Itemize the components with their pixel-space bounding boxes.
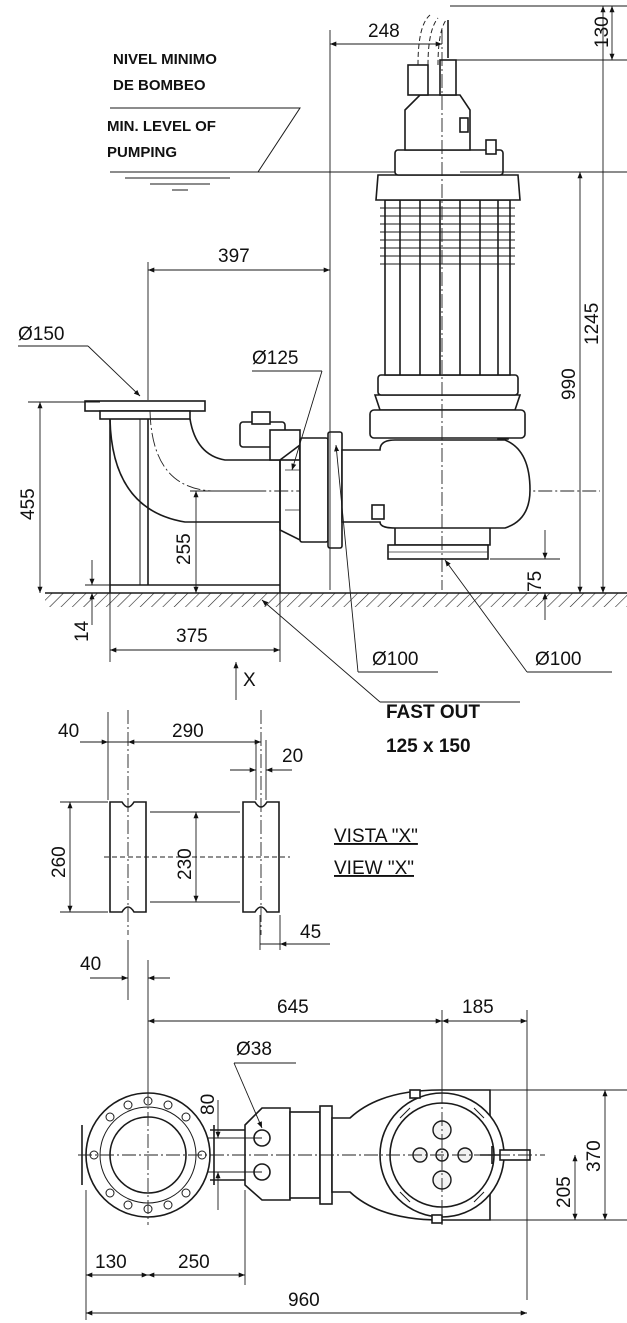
view-x-arrow-label: X xyxy=(243,670,256,691)
vista-x-label: VISTA "X" xyxy=(334,826,418,847)
dim-248: 248 xyxy=(329,21,442,590)
plan-dim-645-label: 645 xyxy=(277,997,309,1018)
plan-dim-185-label: 185 xyxy=(462,997,494,1018)
view-x: 40 290 20 260 230 45 VISTA "X" VIEW "X" xyxy=(49,710,418,950)
view-x-dim-20-label: 20 xyxy=(282,746,303,767)
dia150-callout: Ø150 xyxy=(18,324,141,397)
dim-990-label: 990 xyxy=(559,368,580,400)
fast-out-callout: FAST OUT 125 x 150 xyxy=(261,599,520,757)
pump-volute xyxy=(299,424,531,560)
dim-375-label: 375 xyxy=(176,626,208,647)
view-x-dim-45-label: 45 xyxy=(300,922,321,943)
plan-dim-250-label: 250 xyxy=(178,1252,210,1273)
dia100-left-callout: Ø100 xyxy=(334,444,438,673)
dim-397-label: 397 xyxy=(218,246,250,267)
fast-out-line1: FAST OUT xyxy=(386,702,480,723)
min-level-line1: MIN. LEVEL OF xyxy=(107,118,216,135)
view-x-dim-290-label: 290 xyxy=(172,721,204,742)
plan-motor xyxy=(379,1089,531,1224)
dim-1245: 1245 xyxy=(460,6,627,594)
dim-130-top-label: 130 xyxy=(592,16,613,48)
plan-dim-370-label: 370 xyxy=(584,1140,605,1172)
side-elevation-view: 248 130 NIVEL MINIMO DE BOMBEO MIN. LEVE… xyxy=(18,5,627,757)
plan-dim-130-label: 130 xyxy=(95,1252,127,1273)
dim-75: 75 xyxy=(490,530,560,620)
dim-248-label: 248 xyxy=(368,21,400,42)
fast-out-line2: 125 x 150 xyxy=(386,736,471,757)
plan-dim-80-label: 80 xyxy=(198,1094,219,1115)
dim-455: 455 xyxy=(18,401,100,593)
dim-14-label: 14 xyxy=(72,620,93,642)
ground-line xyxy=(45,592,627,607)
dim-14: 14 xyxy=(72,560,120,642)
view-x-arrow: X xyxy=(233,662,256,700)
dim-75-label: 75 xyxy=(525,571,546,592)
dia100-left-label: Ø100 xyxy=(372,649,418,670)
dim-1245-label: 1245 xyxy=(582,303,603,345)
plan-dia38-label: Ø38 xyxy=(236,1039,272,1060)
nivel-minimo-line2: DE BOMBEO xyxy=(113,77,206,94)
plan-dim-205-label: 205 xyxy=(554,1176,575,1208)
discharge-base xyxy=(84,400,600,593)
dia100-right-callout: Ø100 xyxy=(444,559,612,673)
dim-375: 375 xyxy=(109,593,281,662)
dim-455-label: 455 xyxy=(18,488,39,520)
min-level-line2: PUMPING xyxy=(107,144,177,161)
motor-body xyxy=(369,14,526,439)
plan-view: 40 xyxy=(78,940,627,1320)
view-x-label: VIEW "X" xyxy=(334,858,414,879)
view-x-dim-260-label: 260 xyxy=(49,846,70,878)
view-x-dim-230-label: 230 xyxy=(175,848,196,880)
plan-dim-960-label: 960 xyxy=(288,1290,320,1311)
dim-397: 397 xyxy=(147,246,330,400)
dia125-label: Ø125 xyxy=(252,348,298,369)
dia100-right-label: Ø100 xyxy=(535,649,581,670)
dim-255-label: 255 xyxy=(174,533,195,565)
plan-dim-40-label: 40 xyxy=(80,954,101,975)
dia150-label: Ø150 xyxy=(18,324,64,345)
nivel-minimo-line1: NIVEL MINIMO xyxy=(113,51,217,68)
view-x-dim-40-label: 40 xyxy=(58,721,79,742)
dia125-callout: Ø125 xyxy=(252,348,323,471)
dim-130-top: 130 xyxy=(450,5,627,61)
dim-255: 255 xyxy=(174,490,260,593)
dim-990: 990 xyxy=(559,172,583,593)
